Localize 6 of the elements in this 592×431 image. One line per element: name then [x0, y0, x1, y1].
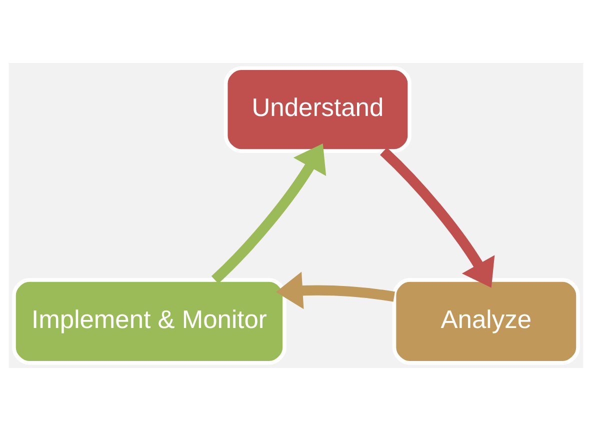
- node-box: Understand: [224, 66, 412, 153]
- arrow: [276, 272, 395, 310]
- node-box: Analyze: [392, 278, 580, 365]
- arrow: [380, 148, 495, 288]
- arrow: [211, 143, 326, 284]
- node-box: Implement & Monitor: [12, 278, 286, 365]
